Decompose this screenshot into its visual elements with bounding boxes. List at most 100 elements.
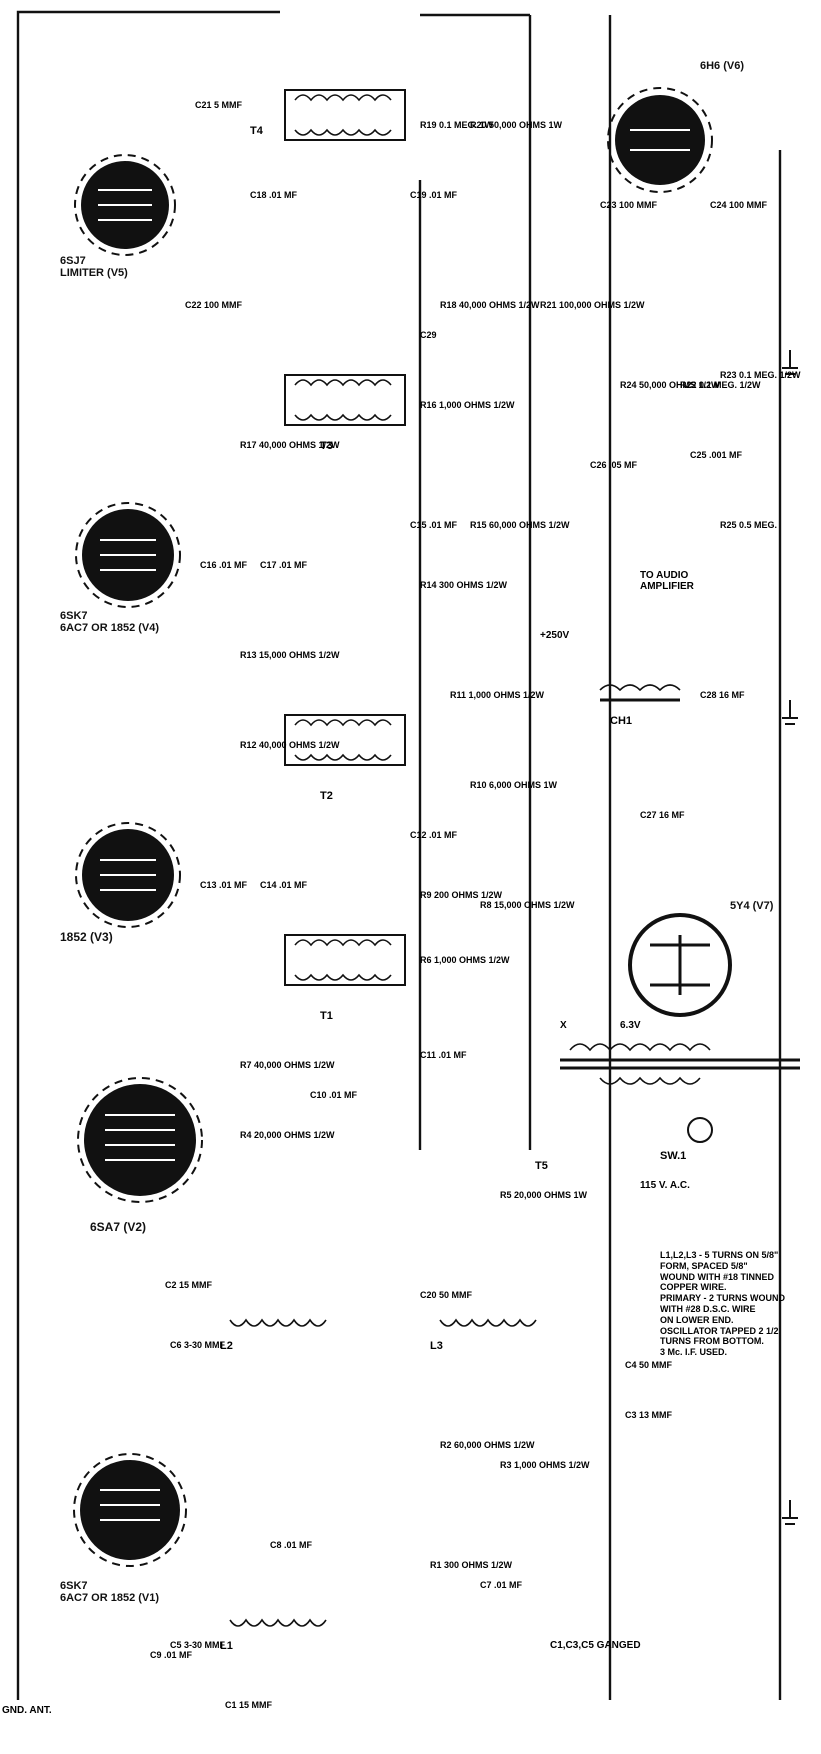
label-v1-alt: 6AC7 OR 1852 (V1)	[60, 1592, 160, 1604]
label-v4-type: 6SK7	[60, 610, 88, 622]
label-r14: R14 300 OHMS 1/2W	[420, 580, 508, 590]
label-v7: 5Y4 (V7)	[730, 900, 773, 912]
label-c26: C26 .05 MF	[590, 460, 638, 470]
label-ganged: C1,C3,C5 GANGED	[550, 1640, 641, 1651]
label-v4-alt: 6AC7 OR 1852 (V4)	[60, 622, 160, 634]
label-gnd: GND.	[2, 1705, 27, 1716]
label-c2: C2 15 MMF	[165, 1280, 213, 1290]
winding-notes: L1,L2,L3 - 5 TURNS ON 5/8" FORM, SPACED …	[660, 1250, 800, 1358]
label-r25: R25 0.5 MEG.	[720, 520, 778, 530]
label-c7: C7 .01 MF	[480, 1580, 523, 1590]
label-ant: ANT.	[29, 1705, 52, 1716]
label-c23: C23 100 MMF	[600, 200, 658, 210]
label-c25: C25 .001 MF	[690, 450, 743, 460]
label-r24: R24 50,000 OHMS 1/2W	[620, 380, 720, 390]
label-c19: C19 .01 MF	[410, 190, 458, 200]
label-r21: R21 100,000 OHMS 1/2W	[540, 300, 645, 310]
label-v5: 6SJ7 LIMITER (V5)	[60, 255, 128, 279]
label-l2: L2	[220, 1340, 233, 1352]
label-c5: C5 3-30 MMF	[170, 1640, 226, 1650]
label-c8: C8 .01 MF	[270, 1540, 313, 1550]
transformer-t2	[284, 714, 406, 766]
label-line-in: 115 V. A.C.	[640, 1180, 690, 1191]
label-b-plus: +250V	[540, 630, 570, 641]
label-t2: T2	[320, 790, 333, 802]
label-r20: R20 50,000 OHMS 1W	[470, 120, 563, 130]
label-r2: R2 60,000 OHMS 1/2W	[440, 1440, 535, 1450]
tube-v6	[607, 87, 713, 193]
tube-v4	[75, 502, 181, 608]
label-r9: R9 200 OHMS 1/2W	[420, 890, 503, 900]
note-line-3: PRIMARY - 2 TURNS WOUND WITH #28 D.S.C. …	[660, 1293, 786, 1314]
label-r11: R11 1,000 OHMS 1/2W	[450, 690, 545, 700]
label-l3: L3	[430, 1340, 443, 1352]
transformer-t3	[284, 374, 406, 426]
label-c14: C14 .01 MF	[260, 880, 308, 890]
label-v5-type: 6SJ7	[60, 255, 86, 267]
label-r22: R22 0.1 MEG. 1/2W	[680, 380, 761, 390]
tube-v5	[74, 154, 176, 256]
note-line-5: OSCILLATOR TAPPED 2 1/2 TURNS FROM BOTTO…	[660, 1325, 779, 1347]
label-r4: R4 20,000 OHMS 1/2W	[240, 1130, 335, 1140]
label-c18: C18 .01 MF	[250, 190, 298, 200]
label-r1: R1 300 OHMS 1/2W	[430, 1560, 513, 1570]
note-line-1: L1,L2,L3 - 5 TURNS ON 5/8" FORM, SPACED …	[660, 1250, 779, 1271]
label-r10: R10 6,000 OHMS 1W	[470, 780, 558, 790]
label-v6-id: (V6)	[723, 60, 745, 72]
label-r5: R5 20,000 OHMS 1W	[500, 1190, 588, 1200]
label-c21: C21 5 MMF	[195, 100, 243, 110]
label-r8: R8 15,000 OHMS 1/2W	[480, 900, 575, 910]
choke-ch1	[599, 684, 681, 702]
power-switch-sw1	[687, 1117, 713, 1143]
label-t3: T3	[320, 440, 333, 452]
label-t5: T5	[535, 1160, 548, 1172]
b-plus-bus	[420, 13, 532, 1150]
label-c16: C16 .01 MF	[200, 560, 248, 570]
label-c22: C22 100 MMF	[185, 300, 243, 310]
transformer-t4	[284, 89, 406, 141]
label-r3: R3 1,000 OHMS 1/2W	[500, 1460, 590, 1470]
tube-v2	[77, 1077, 203, 1203]
label-c3: C3 13 MMF	[625, 1410, 673, 1420]
label-l1: L1	[220, 1640, 233, 1652]
label-ch1: CH1	[610, 715, 633, 727]
label-c4: C4 50 MMF	[625, 1360, 673, 1370]
label-v3-id: (V3)	[90, 930, 113, 944]
label-c6: C6 3-30 MMF	[170, 1340, 226, 1350]
label-c17: C17 .01 MF	[260, 560, 308, 570]
coil-l2	[229, 1318, 327, 1327]
label-v2-id: (V2)	[123, 1220, 147, 1234]
ground-symbols	[782, 350, 798, 1525]
label-t4: T4	[250, 125, 263, 137]
label-t1: T1	[320, 1010, 333, 1022]
label-sw1: SW.1	[660, 1150, 687, 1162]
label-v1-type: 6SK7	[60, 1580, 88, 1592]
label-r19: R19 0.1 MEG. 1W	[420, 120, 494, 130]
note-line-2: WOUND WITH #18 TINNED COPPER WIRE.	[660, 1271, 775, 1293]
label-c11: C11 .01 MF	[420, 1050, 467, 1060]
label-c12: C12 .01 MF	[410, 830, 458, 840]
label-v5-alt: LIMITER (V5)	[60, 267, 128, 279]
label-x-marker: X	[560, 1020, 567, 1031]
label-c28: C28 16 MF	[700, 690, 745, 700]
label-v7-id: (V7)	[752, 900, 774, 912]
label-to-audio: TO AUDIO AMPLIFIER	[640, 570, 694, 592]
label-c24: C24 100 MMF	[710, 200, 768, 210]
transformer-t1	[284, 934, 406, 986]
label-c20: C20 50 MMF	[420, 1290, 473, 1300]
label-v2: 6SA7 (V2)	[90, 1220, 146, 1234]
label-c1: C1 15 MMF	[225, 1700, 273, 1710]
label-filament: 6.3V	[620, 1020, 641, 1031]
tube-v3	[75, 822, 181, 928]
coil-l1	[229, 1618, 327, 1627]
coil-l3	[439, 1318, 537, 1327]
note-line-6: 3 Mc. I.F. USED.	[660, 1347, 728, 1358]
label-v3: 1852 (V3)	[60, 930, 113, 944]
tube-v7	[628, 913, 732, 1017]
note-line-4: ON LOWER END.	[660, 1314, 734, 1325]
label-c10: C10 .01 MF	[310, 1090, 358, 1100]
label-r15: R15 60,000 OHMS 1/2W	[470, 520, 570, 530]
label-r16: R16 1,000 OHMS 1/2W	[420, 400, 515, 410]
